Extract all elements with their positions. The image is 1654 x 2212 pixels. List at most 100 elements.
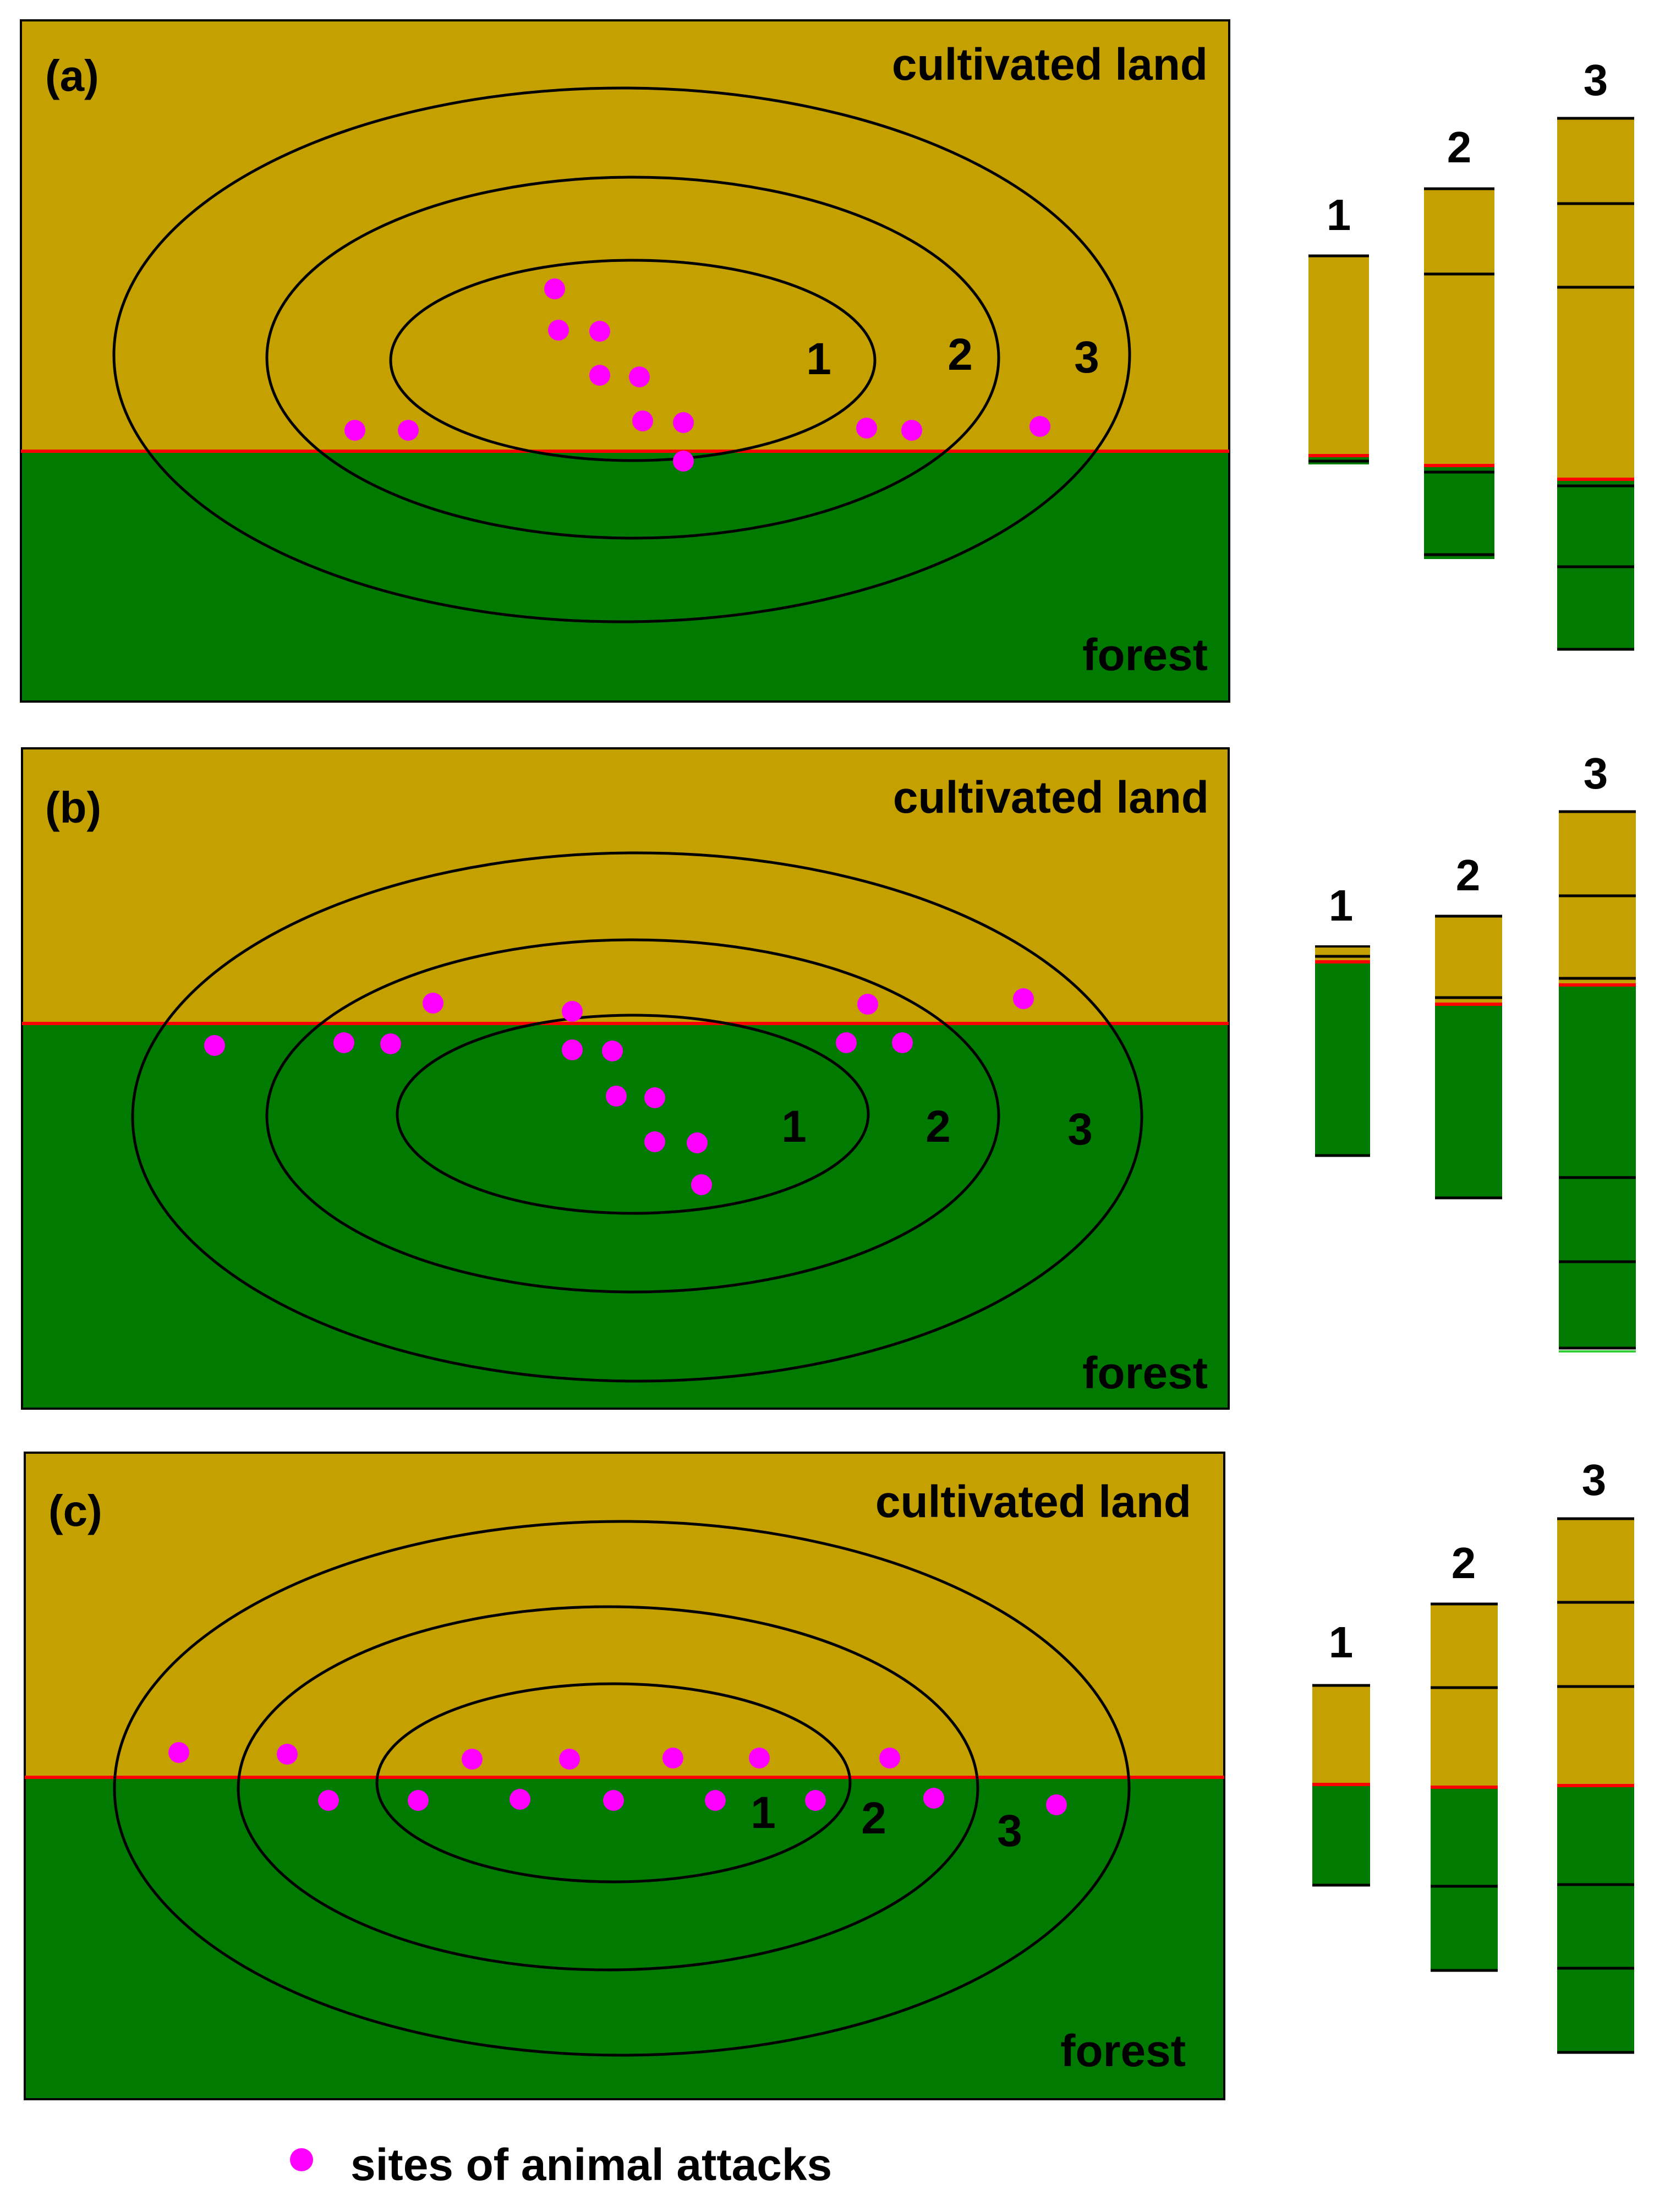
panel-a-ring-3 bbox=[112, 86, 1131, 623]
panel-c-bar-3-label: 3 bbox=[1582, 1455, 1607, 1504]
panel-c-forest-area bbox=[25, 1777, 1224, 2099]
attack-site bbox=[892, 1032, 913, 1053]
attack-site bbox=[879, 1748, 900, 1768]
attack-site bbox=[398, 420, 419, 441]
panel-c-ring-3-label: 3 bbox=[997, 1806, 1022, 1856]
panel-b-bar-2-cultivated bbox=[1435, 916, 1502, 1004]
attack-site bbox=[629, 366, 650, 387]
panel-a-bar-2-label: 2 bbox=[1447, 123, 1472, 172]
panel-c-bar-2-cultivated bbox=[1431, 1604, 1498, 1787]
panel-a-bar-3-label: 3 bbox=[1584, 56, 1608, 105]
attack-site bbox=[603, 1790, 624, 1811]
panel-c-cultivated-label: cultivated land bbox=[875, 1477, 1191, 1527]
legend: sites of animal attacks bbox=[290, 2140, 832, 2190]
panel-c-ring-1-label: 1 bbox=[751, 1788, 776, 1838]
panel-c-bar-2-label: 2 bbox=[1452, 1538, 1476, 1587]
panel-b-attack-sites bbox=[204, 988, 1034, 1195]
attack-site bbox=[318, 1790, 339, 1811]
attack-site bbox=[333, 1032, 354, 1053]
panel-b: (b) cultivated land forest 1 2 3 bbox=[21, 747, 1636, 1410]
attack-site bbox=[1013, 988, 1034, 1009]
panel-a-bar-1-label: 1 bbox=[1327, 190, 1351, 239]
attack-site bbox=[589, 365, 610, 386]
panel-a-frame bbox=[20, 19, 1230, 703]
attack-site bbox=[462, 1749, 483, 1770]
panel-c-ring-3 bbox=[113, 1520, 1131, 2057]
panel-b-forest-area bbox=[22, 1023, 1229, 1409]
attack-site bbox=[749, 1748, 770, 1768]
attack-site bbox=[644, 1131, 665, 1152]
panel-b-bar-2-forest bbox=[1435, 1004, 1502, 1198]
panel-a-ring-2 bbox=[265, 176, 1000, 540]
attack-site bbox=[805, 1790, 826, 1811]
panel-b-bar-3-cultivated bbox=[1559, 812, 1636, 985]
panel-b-ring-3 bbox=[131, 851, 1143, 1383]
attack-site bbox=[1029, 416, 1050, 437]
panel-c-bar-2-forest bbox=[1431, 1787, 1498, 1970]
attack-site bbox=[901, 420, 922, 441]
panel-a-ring-2-label: 2 bbox=[948, 330, 973, 380]
panel-b-cultivated-label: cultivated land bbox=[893, 773, 1209, 823]
attack-site bbox=[606, 1086, 627, 1107]
attack-site bbox=[559, 1749, 580, 1770]
attack-site bbox=[544, 278, 565, 299]
attack-site bbox=[408, 1790, 429, 1811]
attack-site bbox=[548, 320, 569, 341]
panel-a-bar-1-cultivated bbox=[1308, 256, 1369, 457]
attack-site bbox=[644, 1087, 665, 1108]
panel-a-ring-3-label: 3 bbox=[1074, 332, 1099, 382]
panel-a-bar-2-forest bbox=[1424, 467, 1494, 559]
attack-site bbox=[168, 1742, 189, 1763]
attack-site bbox=[673, 451, 694, 472]
attack-site bbox=[691, 1174, 712, 1195]
attack-site bbox=[662, 1748, 683, 1768]
panel-c-ring-1 bbox=[375, 1682, 852, 1884]
panel-c-label: (c) bbox=[48, 1486, 102, 1535]
panel-b-bars: 1 2 3 bbox=[1315, 749, 1636, 1353]
panel-c-bar-1-label: 1 bbox=[1329, 1618, 1354, 1667]
panel-b-forest-label: forest bbox=[1082, 1348, 1208, 1398]
panel-b-bar-1-forest bbox=[1315, 962, 1370, 1156]
attack-site bbox=[857, 994, 878, 1015]
panel-b-bar-3-forest bbox=[1559, 985, 1636, 1348]
panel-a-attack-sites bbox=[344, 278, 1050, 472]
panel-c-bar-3-forest bbox=[1557, 1786, 1634, 2052]
panel-b-ring-2-label: 2 bbox=[925, 1102, 951, 1152]
panel-c-bars: 1 2 3 bbox=[1312, 1455, 1634, 2054]
panel-b-bar-1-cultivated bbox=[1315, 946, 1370, 962]
attack-site bbox=[687, 1132, 708, 1153]
panel-b-bar-3-label: 3 bbox=[1584, 749, 1608, 798]
attack-site bbox=[344, 420, 365, 441]
panel-c-bar-3-cultivated bbox=[1557, 1519, 1634, 1786]
attack-site bbox=[277, 1744, 298, 1765]
attack-site bbox=[705, 1790, 726, 1811]
panel-a-bar-3-forest bbox=[1557, 480, 1634, 649]
panel-c-attack-sites bbox=[168, 1742, 1067, 1815]
panel-c-ring-2 bbox=[237, 1605, 979, 1972]
panel-a-forest-label: forest bbox=[1082, 630, 1208, 680]
panel-a-ring-1-label: 1 bbox=[806, 334, 831, 384]
attack-site bbox=[602, 1041, 623, 1061]
panel-a-cultivated-area bbox=[21, 20, 1229, 451]
panel-c-bar-1-forest bbox=[1312, 1784, 1370, 1885]
panel-c-ring-2-label: 2 bbox=[861, 1793, 886, 1843]
attack-site bbox=[589, 321, 610, 342]
attack-site bbox=[1046, 1794, 1067, 1815]
attack-site bbox=[923, 1788, 944, 1809]
panel-a-bar-3-cultivated bbox=[1557, 118, 1634, 480]
panel-b-ring-1-label: 1 bbox=[781, 1102, 807, 1152]
attack-site bbox=[562, 1039, 583, 1060]
panel-b-bar-2-label: 2 bbox=[1456, 851, 1481, 900]
panel-b-frame bbox=[21, 747, 1230, 1410]
panel-b-ring-3-label: 3 bbox=[1067, 1104, 1093, 1154]
panel-a-forest-area bbox=[21, 451, 1229, 702]
attack-site bbox=[673, 412, 694, 433]
panel-c-forest-label: forest bbox=[1060, 2026, 1186, 2076]
attack-site bbox=[380, 1033, 401, 1054]
panel-c-cultivated-area bbox=[25, 1453, 1224, 1777]
panel-b-label: (b) bbox=[45, 783, 101, 832]
panel-b-cultivated-area bbox=[22, 748, 1229, 1023]
panel-a-cultivated-label: cultivated land bbox=[892, 40, 1208, 90]
